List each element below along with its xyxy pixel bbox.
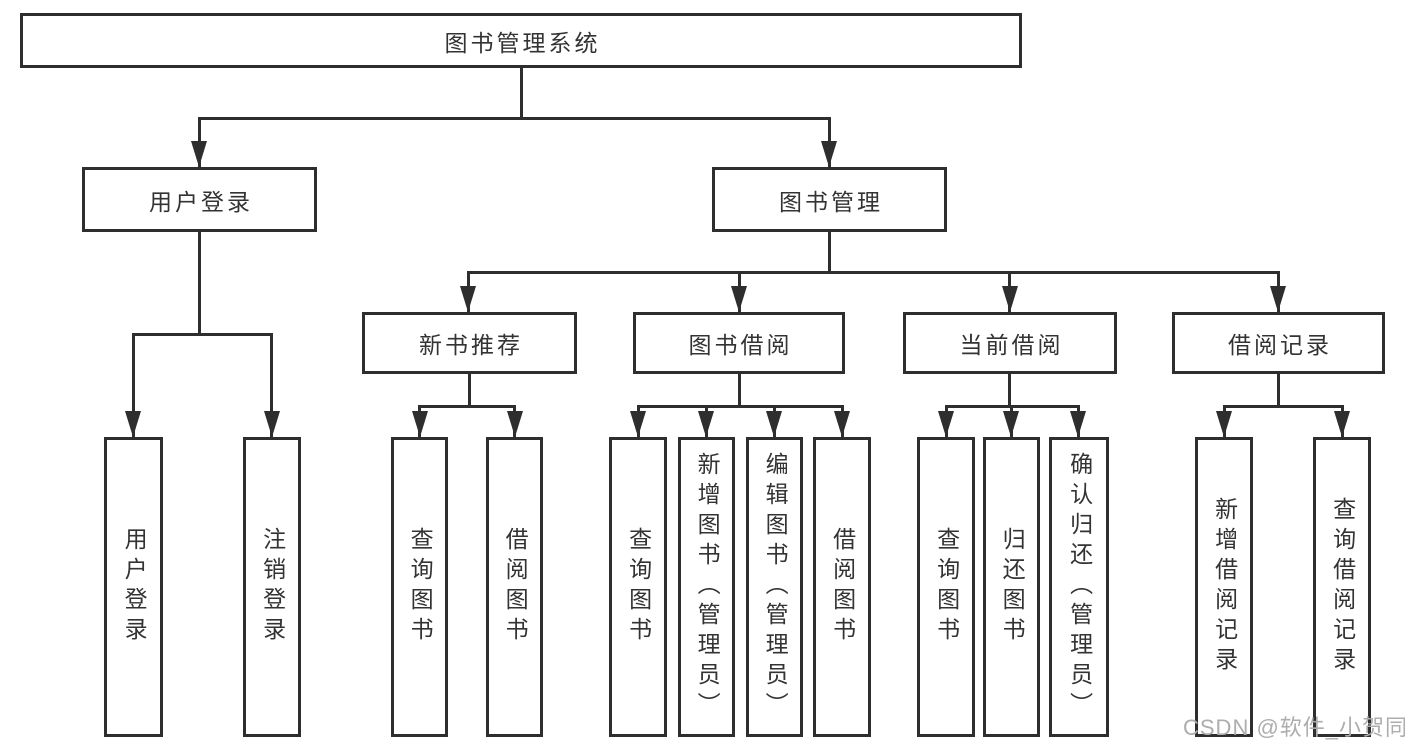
leaf-borrow-edit-books-admin: 编辑图书（管理员） <box>746 437 803 737</box>
arrow-recommend-leaf-1-icon <box>412 411 428 437</box>
node-new-book-recommend: 新书推荐 <box>362 312 577 374</box>
arrow-book-mgmt-icon <box>821 141 837 167</box>
arrow-current-icon <box>1002 286 1018 312</box>
arrow-borrowing-leaf-4-icon <box>834 411 850 437</box>
arrow-records-leaf-1-icon <box>1216 411 1232 437</box>
connector-records-stem <box>1277 374 1280 406</box>
csdn-watermark: CSDN @软件_小贺同学 <box>1183 715 1405 740</box>
arrow-records-leaf-2-icon <box>1334 411 1350 437</box>
leaf-borrow-add-books-admin-label: 新增图书（管理员） <box>694 452 721 722</box>
node-root-label: 图书管理系统 <box>444 29 601 56</box>
arrow-records-icon <box>1270 286 1286 312</box>
leaf-rec-borrow-books: 借阅图书 <box>486 437 543 737</box>
connector-recommend-stem <box>468 374 471 406</box>
node-book-management-label: 图书管理 <box>779 188 883 215</box>
leaf-current-query-books: 查询图书 <box>917 437 975 737</box>
node-borrow-records-label: 借阅记录 <box>1228 332 1332 358</box>
arrow-user-login-leaf-2-icon <box>264 411 280 437</box>
arrow-borrowing-leaf-3-icon <box>766 411 782 437</box>
connector-records-bar <box>1223 405 1344 408</box>
leaf-rec-query-books: 查询图书 <box>391 437 448 737</box>
node-user-login-label: 用户登录 <box>149 188 253 215</box>
node-book-borrowing-label: 图书借阅 <box>688 332 793 358</box>
connector-borrowing-stem <box>738 374 741 406</box>
leaf-borrow-query-books-label: 查询图书 <box>625 527 652 647</box>
arrow-recommend-leaf-2-icon <box>507 411 523 437</box>
leaf-records-add-borrow-record-label: 新增借阅记录 <box>1211 497 1238 677</box>
leaf-rec-query-books-label: 查询图书 <box>407 527 434 647</box>
arrow-borrowing-icon <box>731 286 747 312</box>
connector-user-login-stem <box>198 232 201 334</box>
arrow-current-leaf-3-icon <box>1070 411 1086 437</box>
leaf-user-login-label: 用户登录 <box>121 527 148 647</box>
connector-user-login-leaf-stem-1 <box>132 334 135 437</box>
leaf-logout-label: 注销登录 <box>259 527 286 647</box>
arrow-user-login-leaf-1-icon <box>125 411 141 437</box>
node-current-borrowing: 当前借阅 <box>903 312 1117 374</box>
arrow-current-leaf-2-icon <box>1003 411 1019 437</box>
node-borrow-records: 借阅记录 <box>1172 312 1385 374</box>
leaf-user-login: 用户登录 <box>104 437 163 737</box>
connector-borrowing-bar <box>637 405 844 408</box>
leaf-rec-borrow-books-label: 借阅图书 <box>502 527 529 647</box>
connector-root-stem <box>520 68 523 118</box>
node-book-borrowing: 图书借阅 <box>633 312 845 374</box>
leaf-current-confirm-return-admin: 确认归还（管理员） <box>1049 437 1109 737</box>
leaf-records-query-borrow-record-label: 查询借阅记录 <box>1329 497 1356 677</box>
connector-user-login-bar <box>132 333 273 336</box>
connector-user-login-leaf-stem-2 <box>270 334 273 437</box>
connector-level2-bar <box>198 117 831 120</box>
leaf-records-add-borrow-record: 新增借阅记录 <box>1195 437 1253 737</box>
connector-book-mgmt-bar <box>467 271 1280 274</box>
arrow-recommend-icon <box>460 286 476 312</box>
leaf-logout: 注销登录 <box>243 437 301 737</box>
node-book-management: 图书管理 <box>712 167 947 232</box>
arrow-user-login-icon <box>191 141 207 167</box>
leaf-current-return-books: 归还图书 <box>983 437 1040 737</box>
node-new-book-recommend-label: 新书推荐 <box>419 332 523 358</box>
leaf-borrow-borrow-books: 借阅图书 <box>813 437 871 737</box>
leaf-current-return-books-label: 归还图书 <box>999 527 1026 647</box>
leaf-borrow-edit-books-admin-label: 编辑图书（管理员） <box>762 452 789 722</box>
leaf-current-query-books-label: 查询图书 <box>933 527 960 647</box>
leaf-records-query-borrow-record: 查询借阅记录 <box>1313 437 1371 737</box>
leaf-borrow-borrow-books-label: 借阅图书 <box>829 527 856 647</box>
connector-book-mgmt-stem <box>828 232 831 272</box>
arrow-current-leaf-1-icon <box>938 411 954 437</box>
leaf-borrow-query-books: 查询图书 <box>609 437 667 737</box>
leaf-borrow-add-books-admin: 新增图书（管理员） <box>678 437 735 737</box>
connector-current-stem <box>1008 374 1011 406</box>
arrow-borrowing-leaf-2-icon <box>698 411 714 437</box>
node-root: 图书管理系统 <box>20 13 1022 68</box>
node-current-borrowing-label: 当前借阅 <box>959 332 1064 358</box>
leaf-current-confirm-return-admin-label: 确认归还（管理员） <box>1066 452 1093 722</box>
connector-recommend-bar <box>418 405 516 408</box>
node-user-login: 用户登录 <box>82 167 317 232</box>
arrow-borrowing-leaf-1-icon <box>630 411 646 437</box>
